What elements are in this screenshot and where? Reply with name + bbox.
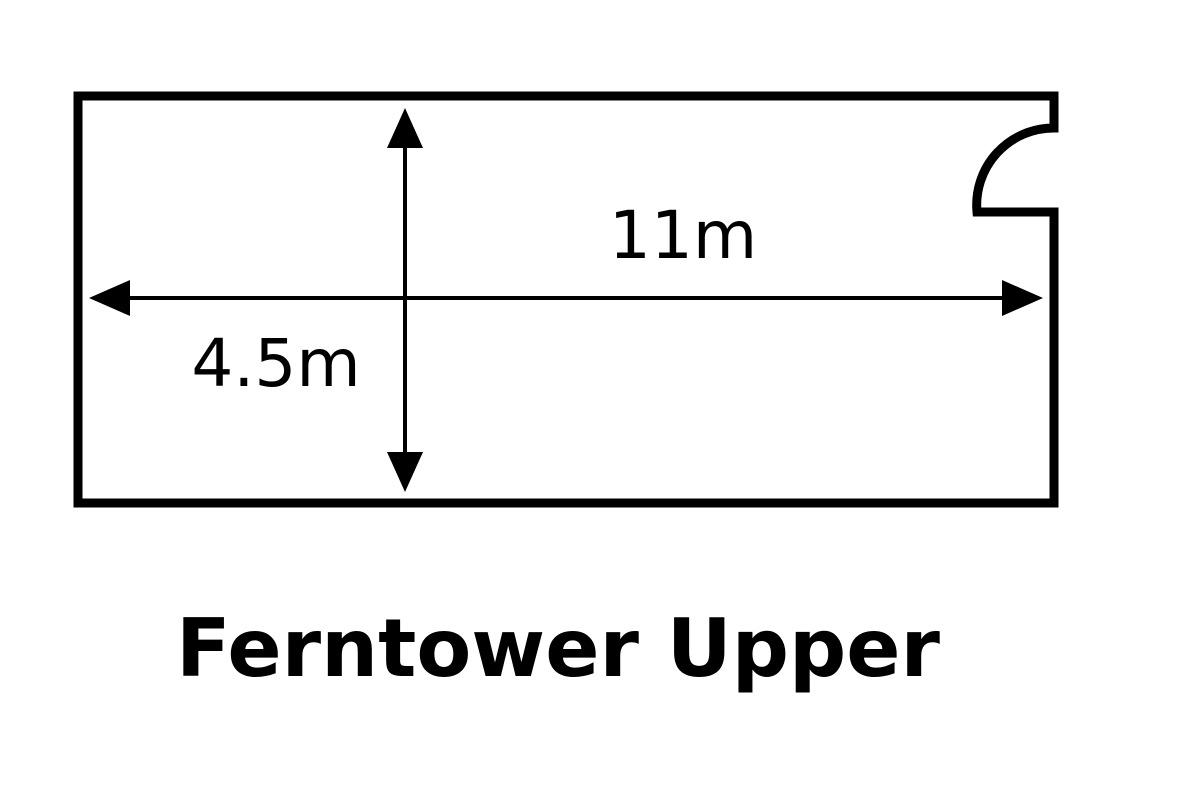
room-outline [73, 91, 1059, 508]
length-label: 11m [609, 197, 757, 274]
arrowhead-down-icon [387, 452, 423, 492]
arrowhead-right-icon [1002, 280, 1043, 316]
arrowhead-up-icon [387, 108, 423, 148]
arrowhead-left-icon [89, 280, 130, 316]
width-label: 4.5m [191, 325, 360, 402]
width-dimension-arrow [387, 108, 423, 492]
length-dimension-arrow [89, 280, 1043, 316]
room-title: Ferntower Upper [176, 602, 940, 695]
